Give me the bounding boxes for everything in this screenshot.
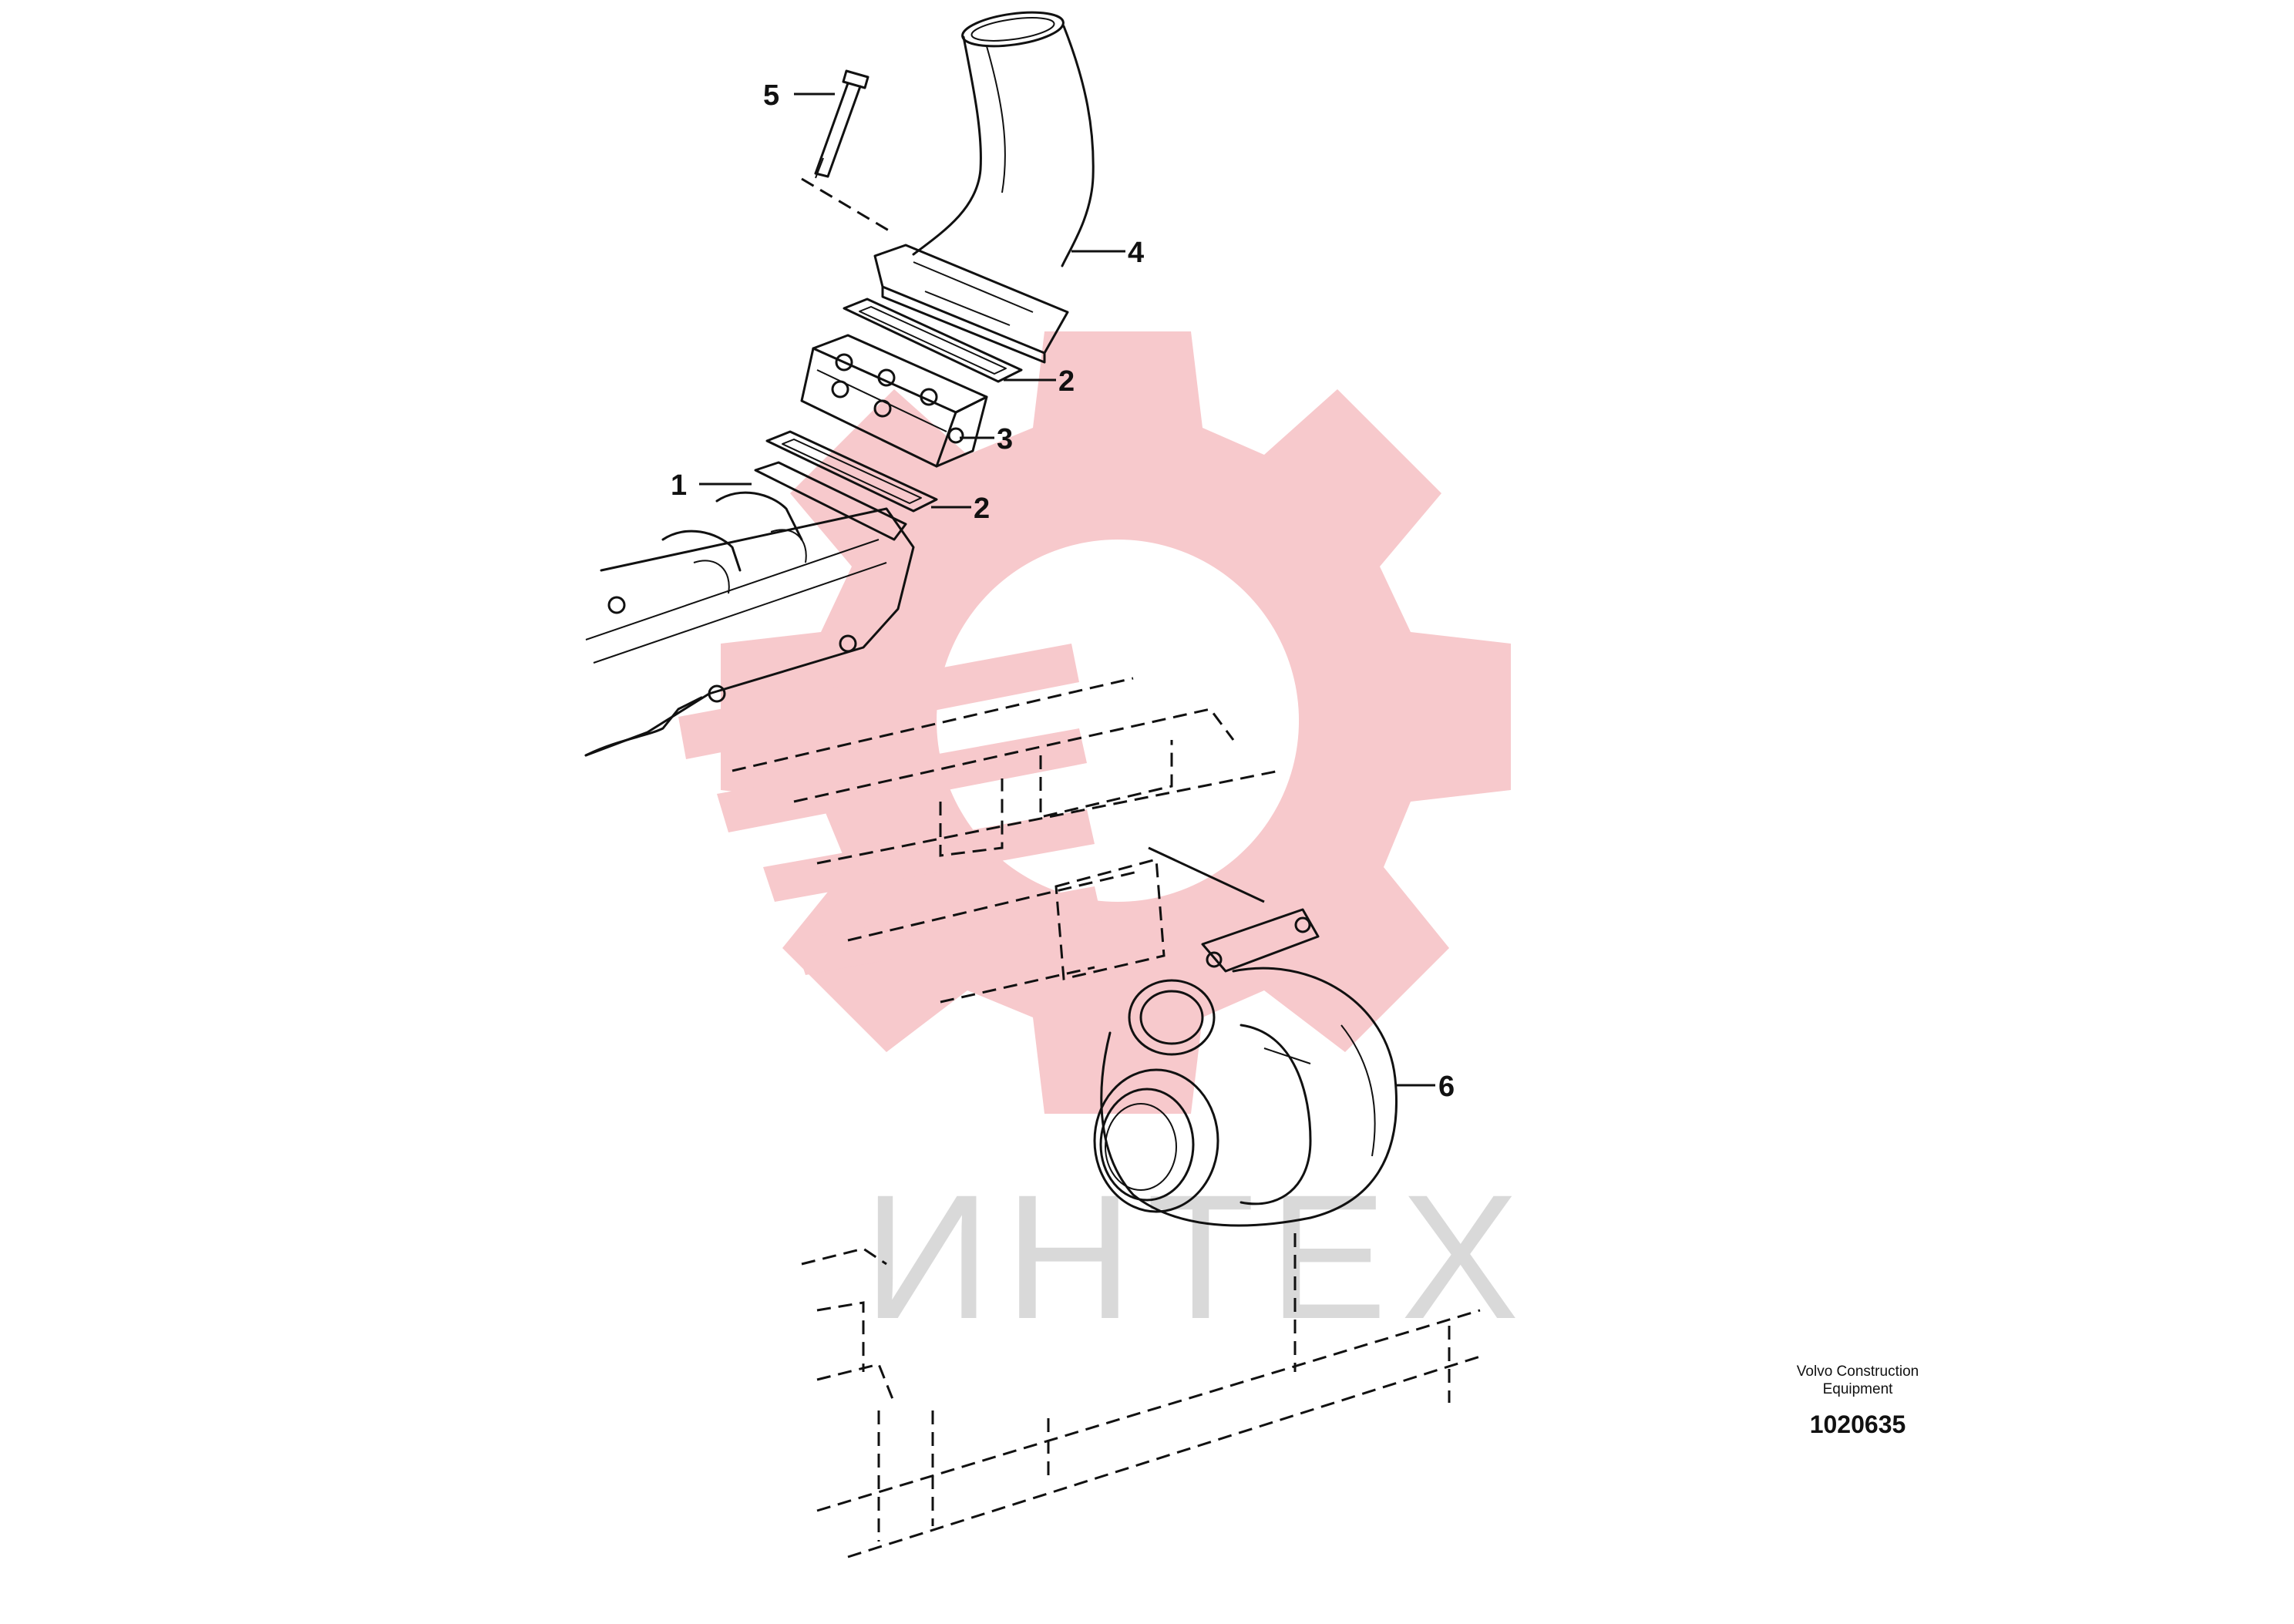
callout-2-upper: 2: [1058, 365, 1075, 398]
part-5-bolt: [801, 69, 893, 234]
part-2-lower-gasket: [765, 430, 938, 513]
watermark-stripes: [678, 644, 1102, 975]
callout-3: 3: [997, 423, 1013, 456]
leader-lines: [699, 92, 1435, 1087]
watermark-text: ИНТЕХ: [863, 1158, 1533, 1356]
part-1-exhaust-manifold: [584, 461, 915, 757]
drawing-caption: Volvo Construction Equipment 1020635: [1727, 1363, 1989, 1439]
part-4-elbow-pipe: [873, 11, 1095, 364]
callout-6: 6: [1438, 1071, 1455, 1103]
callout-2-lower: 2: [974, 493, 990, 525]
manufacturer-line-2: Equipment: [1822, 1381, 1893, 1397]
callout-4: 4: [1128, 237, 1144, 269]
part-2-upper-gasket: [843, 298, 1023, 383]
part-6-turbocharger: [1093, 846, 1398, 1227]
callout-5: 5: [763, 79, 779, 112]
drawing-number: 1020635: [1809, 1410, 1906, 1438]
part-3-valve-block: [800, 334, 988, 468]
manufacturer-line-1: Volvo Construction: [1796, 1363, 1919, 1380]
engine-outline-dashed: [732, 677, 1481, 1558]
callout-1: 1: [671, 469, 687, 502]
watermark-gear-logo: [678, 331, 1511, 1114]
